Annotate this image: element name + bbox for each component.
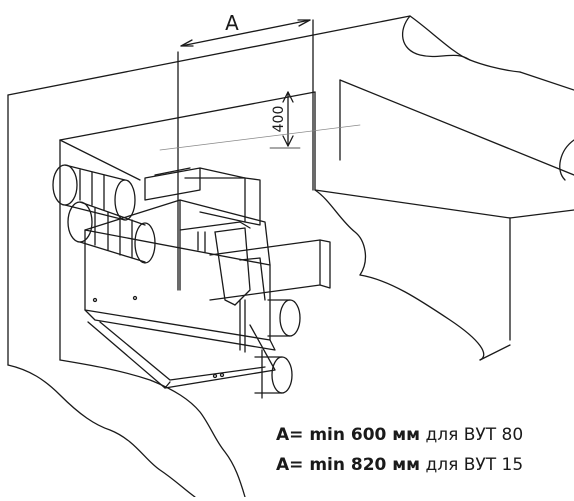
ventilation-unit: [84, 199, 276, 351]
wall-cut: [7, 359, 246, 498]
reference-lines: [159, 124, 361, 151]
hanger-rods: [177, 19, 314, 353]
caption-2-rest: для ВУТ 15: [420, 455, 524, 475]
dimension-a-label: A: [225, 11, 239, 35]
ceiling-slab: [7, 15, 574, 366]
caption-1-rest: для ВУТ 80: [420, 425, 524, 445]
service-panel: [87, 321, 276, 389]
dimension-a: A: [180, 11, 311, 47]
duct-transition: [214, 227, 266, 306]
dimension-400: 400: [269, 91, 301, 149]
caption-line-2: A= min 820 мм для ВУТ 15: [276, 455, 523, 475]
ceiling-beam: [314, 79, 574, 361]
caption-line-1: A= min 600 мм для ВУТ 80: [276, 425, 523, 445]
duct-pipes-bottom: [254, 299, 301, 399]
ceiling-opening: [59, 91, 316, 361]
caption-1-formula: A= min 600 мм: [276, 425, 421, 445]
caption-2-formula: A= min 820 мм: [276, 455, 421, 475]
mounting-brackets: [144, 167, 331, 301]
dimension-400-label: 400: [271, 106, 287, 133]
